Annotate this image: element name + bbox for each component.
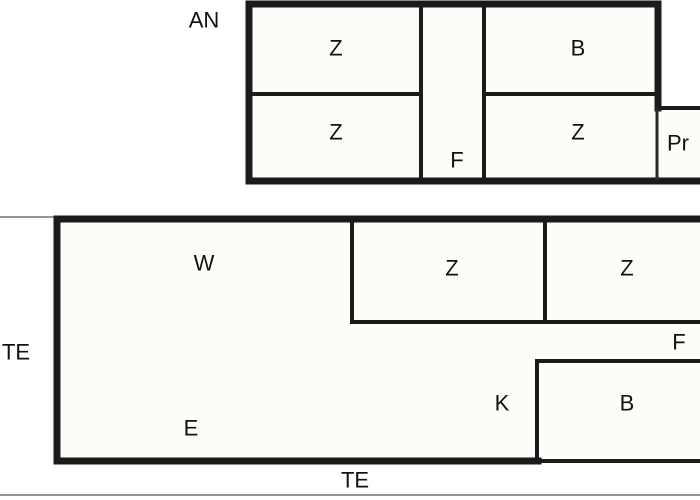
label-lower-z-right: Z <box>620 256 633 281</box>
label-lower-f: F <box>672 330 685 355</box>
label-upper-pr: Pr <box>667 131 689 156</box>
lower-outer-wall <box>53 215 700 465</box>
label-lower-k: K <box>495 391 510 416</box>
label-lower-e: E <box>184 416 199 441</box>
label-upper-z-bottom-left: Z <box>329 120 342 145</box>
label-upper-z-top-left: Z <box>329 36 342 61</box>
label-lower-w: W <box>194 251 215 276</box>
label-lower-z-left: Z <box>445 256 458 281</box>
label-upper-b: B <box>571 36 586 61</box>
label-lower-te-left: TE <box>2 340 30 365</box>
label-annex: AN <box>189 8 220 33</box>
lower-block: W Z Z F TE K B E TE <box>0 215 700 496</box>
upper-pr-floor <box>658 108 700 181</box>
upper-outer-wall-left-bottom <box>245 0 700 185</box>
upper-outer-wall-top <box>245 0 662 112</box>
lower-block-floor <box>57 219 700 461</box>
upper-block: AN Z Z F B Z Pr <box>189 0 700 185</box>
label-lower-b: B <box>620 391 635 416</box>
label-upper-f: F <box>450 148 463 173</box>
label-upper-z-bottom-right: Z <box>571 120 584 145</box>
label-lower-te-bottom: TE <box>341 468 369 493</box>
